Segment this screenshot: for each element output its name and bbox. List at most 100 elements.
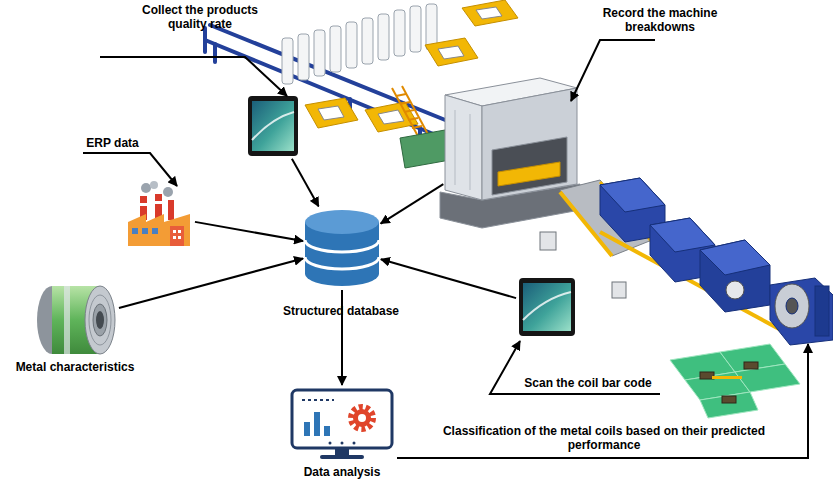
monitor-icon [351, 407, 373, 429]
part-trays [365, 102, 418, 132]
metal-coil-icon [85, 286, 115, 354]
factory-icon [173, 236, 176, 239]
node-caption: Structured database [266, 304, 416, 318]
flow-label: Classification of the metal coils based … [408, 424, 800, 452]
database-icon [305, 210, 379, 286]
monitor-icon [353, 409, 371, 427]
factory-icon [178, 236, 181, 239]
leader-lines [397, 344, 808, 458]
feeder-frame [203, 28, 207, 52]
factory-icon [173, 230, 176, 233]
flow-arrow [119, 258, 303, 307]
node-caption: Collect the products quality rate [125, 3, 275, 31]
monitor-icon [302, 399, 334, 401]
icon-node: ERP data [125, 183, 193, 248]
uncoiler [775, 284, 809, 328]
press-machine [498, 162, 560, 186]
part-trays [305, 98, 358, 128]
monitor-icon [358, 414, 366, 422]
tablet-icon [248, 96, 298, 156]
uncoiler [786, 298, 798, 314]
icon-node: Metal characteristics [35, 282, 117, 357]
factory-icon [152, 228, 158, 234]
part-trays [438, 46, 464, 59]
monitor-icon [353, 442, 356, 445]
tablet-icon [523, 283, 571, 331]
infeed-conveyor [400, 130, 450, 168]
feeder-frame [213, 44, 217, 62]
monitor-icon [329, 442, 332, 445]
tablet-icon [248, 96, 298, 156]
factory-icon [140, 203, 147, 206]
stacking-racks [282, 4, 437, 84]
metal-coil-icon [37, 286, 115, 354]
stacking-racks [298, 34, 309, 80]
flow-arrow [195, 222, 303, 241]
monitor-icon [335, 449, 349, 455]
flow-arrow [292, 159, 319, 207]
straightener-feeder [726, 281, 744, 299]
tablet-icon [523, 292, 571, 320]
node-caption: Data analysis [282, 465, 402, 479]
floor-carts [722, 396, 736, 403]
tablet-icon [252, 101, 294, 151]
metal-coil-icon [64, 286, 70, 354]
metal-coil-icon [89, 295, 111, 345]
tablet-icon [252, 112, 294, 140]
icon-node: Data analysis [288, 387, 396, 460]
icon-node: Scan the coil bar code [518, 277, 576, 337]
factory-icon [170, 226, 184, 246]
factory-icon [142, 228, 148, 234]
factory-icon [178, 230, 181, 233]
factory-icon [163, 187, 173, 197]
node-caption: Record the machine breakdowns [590, 6, 730, 34]
scrap-bins [612, 282, 626, 298]
icon-node: Record the machine breakdowns [445, 80, 578, 202]
monitor-icon [341, 442, 344, 445]
leader-lines [100, 57, 287, 96]
stacking-racks [378, 14, 389, 60]
flow-arrow [381, 184, 444, 224]
straightener-feeder [700, 240, 770, 275]
uncoiler [815, 286, 829, 336]
monitor-icon [292, 390, 392, 459]
factory-icon [168, 200, 174, 220]
icon-node: Structured database [305, 208, 379, 288]
stacking-racks [314, 30, 325, 76]
floor-carts [700, 372, 714, 379]
factory-icon [141, 183, 151, 193]
straightener-feeder [650, 218, 715, 252]
floor-area [670, 344, 800, 418]
monitor-icon [314, 412, 320, 436]
tablet-icon [519, 278, 575, 336]
factory-icon [128, 214, 190, 246]
monitor-icon [292, 390, 392, 448]
flow-arrow [381, 259, 516, 298]
straightener-feeder [700, 240, 770, 312]
node-caption: Metal characteristics [2, 360, 148, 374]
leader-lines [571, 40, 655, 101]
access-stairs [396, 94, 422, 128]
factory-icon [128, 181, 190, 246]
floor-carts [700, 362, 758, 403]
floor-carts [712, 376, 742, 379]
metal-coil-icon [93, 304, 107, 336]
uncoiler [770, 278, 833, 345]
stacking-racks [362, 18, 373, 64]
scrap-bins [540, 232, 556, 250]
part-trays [318, 106, 344, 120]
factory-icon [150, 181, 158, 189]
press-machine [482, 88, 577, 200]
press-machine [445, 95, 482, 200]
floor-carts [744, 362, 758, 369]
stacking-racks [394, 10, 405, 56]
metal-coil-icon [96, 311, 104, 329]
leader-lines [83, 153, 177, 186]
tablet-icon [519, 278, 575, 336]
part-trays [476, 7, 502, 19]
leader-lines [83, 40, 808, 458]
icon-node: Collect the products quality rate [247, 95, 300, 157]
